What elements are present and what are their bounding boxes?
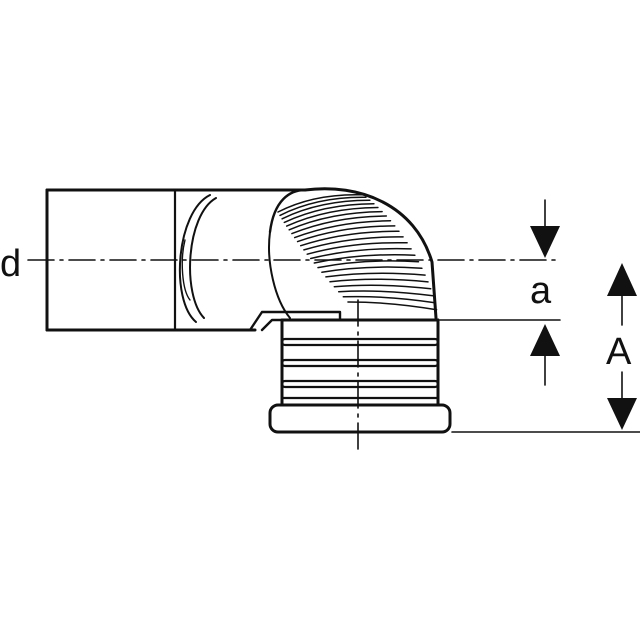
corrugation-rib — [321, 266, 423, 273]
corrugation-rib — [299, 230, 400, 247]
corrugation-rib — [317, 260, 420, 269]
label-A: A — [606, 331, 632, 373]
centerlines — [27, 259, 561, 456]
dimension-arrow-down-icon — [530, 226, 560, 258]
corrugation-rib — [329, 278, 429, 283]
corrugation-rib — [309, 247, 412, 260]
label-a: a — [530, 270, 552, 312]
outlet-pipe — [268, 318, 452, 434]
socket-collar — [178, 194, 217, 323]
corrugation-rib — [293, 220, 392, 239]
corrugation-rib — [306, 241, 408, 255]
corrugated-bend — [268, 187, 438, 320]
corrugation-rib — [313, 253, 416, 264]
corrugation-rib — [347, 301, 438, 311]
dimension-arrow-up-icon — [530, 324, 560, 356]
dimension-lines — [439, 199, 640, 433]
corrugation-rib — [337, 290, 434, 297]
corrugation-rib — [279, 196, 367, 217]
label-d: d — [0, 243, 21, 285]
corrugation-rib — [303, 236, 404, 251]
outlet-clip — [248, 310, 342, 332]
corrugation-rib — [333, 284, 432, 290]
corrugation-rib — [288, 210, 383, 231]
dimension-arrow-down-icon — [607, 398, 637, 430]
corrugation-rib — [325, 272, 426, 278]
corrugation-rib — [283, 202, 375, 224]
corrugation-rib — [281, 199, 371, 220]
corrugation-ribs — [277, 193, 438, 311]
corrugation-rib — [342, 295, 436, 304]
corrugation-rib — [285, 206, 379, 227]
corrugation-rib — [296, 225, 396, 243]
dimension-arrow-up-icon — [607, 263, 637, 296]
corrugation-rib — [277, 193, 364, 213]
corrugation-rib — [291, 215, 388, 235]
